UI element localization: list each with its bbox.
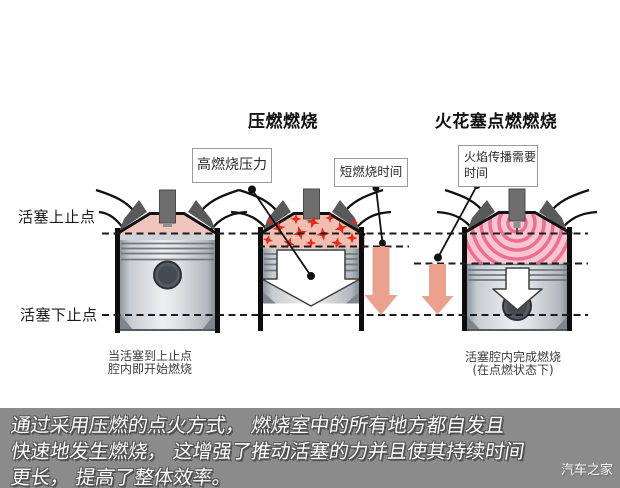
piston-middle xyxy=(230,188,392,331)
caption-left-line2: 腔内即开始燃烧 xyxy=(107,362,192,376)
footer-line2: 快速地发生燃烧， 这增强了推动活塞的力并且使其持续时间 xyxy=(9,440,527,463)
callout-short-combustion-time: 短燃烧时间 xyxy=(334,158,408,187)
callout-flame-time-line2: 时间 xyxy=(464,166,489,180)
title-compression-combustion: 压燃燃烧 xyxy=(248,112,318,132)
spark-plug-icon xyxy=(508,188,526,234)
title-spark-ignition-combustion: 火花塞点燃燃烧 xyxy=(434,112,558,132)
leader-lines xyxy=(248,182,481,280)
valve-seats xyxy=(119,200,216,231)
footer-description: 通过采用压燃的点火方式， 燃烧室中的所有地方都自发且 快速地发生燃烧， 这增强了… xyxy=(0,408,620,488)
callout-high-combustion-pressure: 高燃烧压力 xyxy=(192,148,272,183)
caption-right-line1: 活塞腔内完成燃烧 xyxy=(464,350,561,364)
piston-rings xyxy=(121,242,214,261)
engine-diagram xyxy=(95,182,598,333)
injector-icon xyxy=(159,189,176,227)
short-time-arrow-icon xyxy=(364,247,398,315)
piston-force-arrow-icon xyxy=(492,267,543,311)
piston-right xyxy=(436,188,598,331)
caption-spark-complete: 活塞腔内完成燃烧 (在点燃状态下) xyxy=(450,351,576,377)
label-piston-top-dead-center: 活塞上止点 xyxy=(18,208,96,226)
valve-seats xyxy=(467,200,567,231)
flame-time-arrow-icon xyxy=(421,264,454,315)
watermark-autohome: 汽车之家 xyxy=(560,463,613,478)
caption-right-line2: (在点燃状态下) xyxy=(472,363,554,377)
caption-left-line1: 当活塞到上止点 xyxy=(107,349,192,363)
time-arrows xyxy=(364,247,454,315)
cylinder-walls xyxy=(462,227,572,331)
injector-icon xyxy=(303,188,320,223)
dead-center-lines xyxy=(102,232,588,316)
piston-left xyxy=(95,188,248,333)
footer-line3: 更长， 提高了整体效率。 xyxy=(9,466,234,488)
footer-line1: 通过采用压燃的点火方式， 燃烧室中的所有地方都自发且 xyxy=(9,414,507,437)
piston-body xyxy=(120,234,215,331)
caption-compression-start: 当活塞到上止点 腔内即开始燃烧 xyxy=(88,350,212,376)
callout-flame-propagation-time: 火焰传播需要 时间 xyxy=(458,145,538,187)
callout-flame-time-line1: 火焰传播需要 xyxy=(464,150,537,164)
cylinder-walls xyxy=(258,227,364,331)
label-piston-bottom-dead-center: 活塞下止点 xyxy=(20,306,98,324)
